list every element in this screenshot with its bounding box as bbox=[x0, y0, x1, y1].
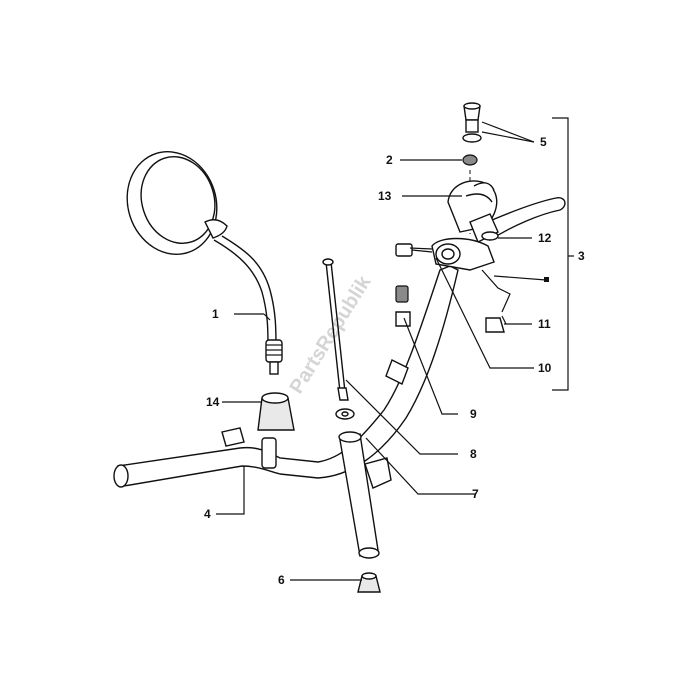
callout-4: 4 bbox=[204, 507, 211, 521]
cable-rod-part bbox=[322, 258, 349, 401]
watermark-text: PartsRepublik bbox=[286, 271, 376, 397]
callout-3: 3 bbox=[578, 249, 585, 263]
callout-7: 7 bbox=[472, 487, 479, 501]
callout-14: 14 bbox=[206, 395, 220, 409]
callout-13: 13 bbox=[378, 189, 392, 203]
washer-part bbox=[335, 408, 355, 420]
handlebar-tube-part bbox=[113, 265, 459, 488]
callout-12: 12 bbox=[538, 231, 552, 245]
rubber-bushing-part bbox=[257, 392, 295, 431]
leader-lines bbox=[216, 117, 574, 581]
brake-lever-assembly bbox=[395, 102, 566, 333]
callout-labels: 1 2 3 4 5 6 7 8 9 10 11 12 13 14 bbox=[204, 135, 585, 587]
callout-5: 5 bbox=[540, 135, 547, 149]
clip-part bbox=[385, 285, 411, 385]
steering-column-part bbox=[338, 431, 392, 593]
callout-6: 6 bbox=[278, 573, 285, 587]
callout-9: 9 bbox=[470, 407, 477, 421]
callout-11: 11 bbox=[538, 317, 551, 331]
callout-2: 2 bbox=[386, 153, 393, 167]
mirror-part bbox=[126, 151, 283, 375]
callout-8: 8 bbox=[470, 447, 477, 461]
callout-10: 10 bbox=[538, 361, 552, 375]
callout-1: 1 bbox=[212, 307, 219, 321]
